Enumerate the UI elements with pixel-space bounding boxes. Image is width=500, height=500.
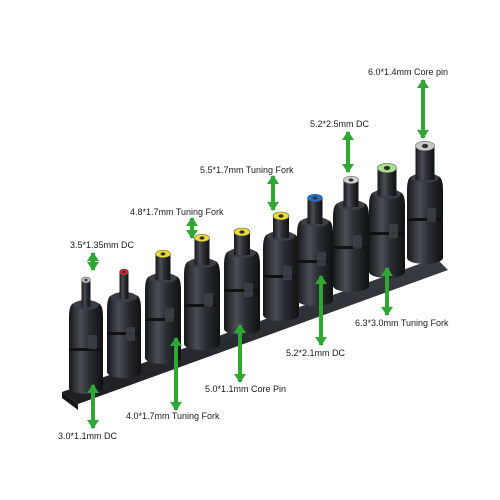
adapter-tip [81, 280, 91, 307]
label-5-2-dc-lower: 5.2*2.1mm DC [286, 348, 346, 358]
adapter-tip [194, 238, 210, 265]
adapter-group [69, 140, 443, 394]
adapter-tip [377, 168, 397, 196]
label-3-0-dc: 3.0*1.1mm DC [58, 431, 118, 441]
label-5-5-fork: 5.5*1.7mm Tuning Fork [200, 165, 294, 175]
adapter-tip [415, 146, 435, 180]
adapter-3 [145, 249, 181, 364]
label-4-8-fork: 4.8*1.7mm Tuning Fork [130, 207, 224, 217]
adapter-8 [333, 175, 369, 292]
arrow-5 [234, 324, 246, 383]
adapter-10 [407, 140, 443, 264]
adapter-tip [155, 254, 171, 280]
adapter-7 [297, 193, 333, 306]
adapter-1 [69, 276, 103, 394]
label-6-0-pin: 6.0*1.4mm Core pin [368, 67, 449, 77]
adapter-body [107, 295, 141, 378]
arrow-9 [381, 267, 393, 316]
adapter-9 [369, 162, 405, 278]
adapter-6 [263, 211, 299, 321]
arrow-7 [315, 275, 327, 346]
arrow-10 [417, 79, 429, 139]
adapter-2 [107, 268, 141, 378]
arrow-8 [342, 131, 354, 173]
label-6-3-fork: 6.3*3.0mm Tuning Fork [355, 318, 449, 328]
label-3-5-dc: 3.5*1.35mm DC [70, 240, 135, 250]
arrow-3 [170, 337, 182, 411]
arrow-1 [87, 384, 99, 429]
label-4-0-fork: 4.0*1.7mm Tuning Fork [126, 411, 220, 421]
adapter-tip [234, 232, 250, 255]
adapter-tip [343, 180, 359, 207]
adapter-tip [273, 216, 289, 238]
adapter-tip [307, 198, 323, 224]
label-5-0-pin: 5.0*1.1mm Core Pin [205, 384, 287, 394]
adapter-tip [119, 272, 129, 299]
arrow-6 [267, 175, 279, 211]
label-5-2-dc-upper: 5.2*2.5mm DC [310, 119, 370, 129]
adapter-4 [184, 233, 220, 350]
adapter-body [224, 251, 260, 335]
arrow-group [87, 79, 429, 429]
adapter-5 [224, 227, 260, 335]
arrow-2 [87, 252, 99, 271]
arrow-4 [186, 217, 198, 239]
